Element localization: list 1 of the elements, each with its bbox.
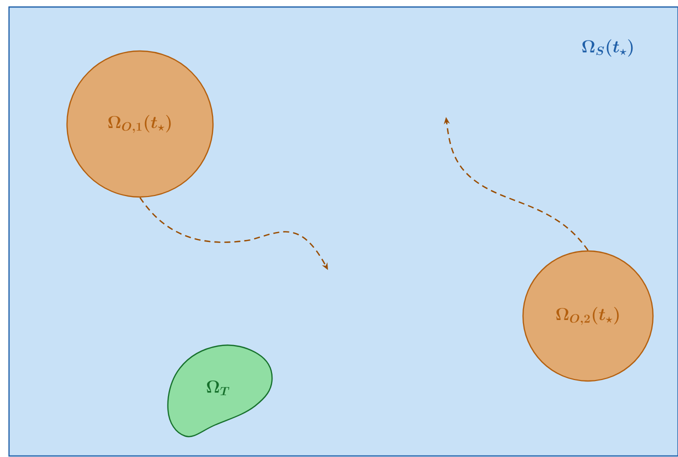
target-region: $\Omega_{T}$ (167, 344, 273, 438)
